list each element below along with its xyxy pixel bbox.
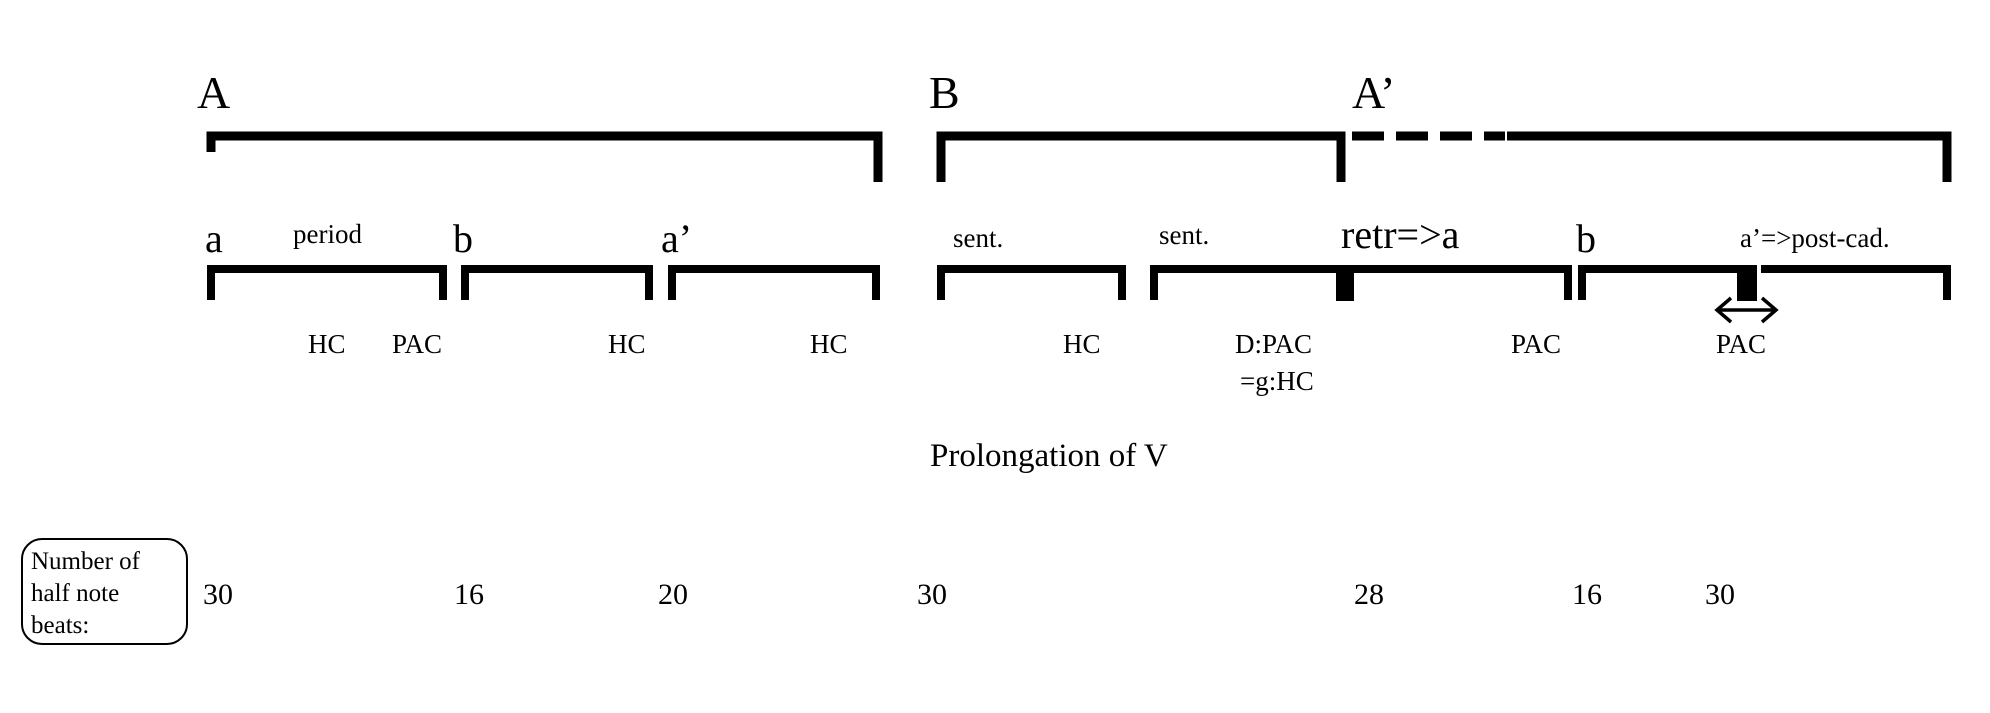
phrase-bracket-a-prime: [668, 265, 880, 300]
cadence-label-hc-3: HC: [810, 329, 848, 359]
phrase-label-a: a: [205, 216, 223, 261]
section-label-b: B: [929, 67, 960, 118]
phrase-label-sent-1: sent.: [953, 223, 1003, 253]
section-label-a-prime: A’: [1352, 67, 1395, 118]
phrase-bracket-a: [207, 265, 447, 300]
beat-value-6: 16: [1572, 578, 1602, 611]
section-label-a: A: [197, 67, 230, 118]
double-arrow-icon: [1714, 296, 1779, 324]
overlap-block-1: [1336, 265, 1354, 301]
beat-value-1: 30: [203, 578, 233, 611]
section-bracket-a-prime: [1507, 131, 1952, 182]
beat-value-7: 30: [1705, 578, 1735, 611]
phrase-label-period: period: [293, 219, 362, 249]
overlap-block-2: [1737, 265, 1757, 301]
phrase-bracket-retr: [1352, 265, 1572, 300]
phrase-label-post-cad: a’=>post-cad.: [1740, 223, 1890, 253]
beats-box: [21, 538, 188, 645]
cadence-label-hc-1: HC: [308, 329, 346, 359]
cadence-label-hc-2: HC: [608, 329, 646, 359]
phrase-label-retr: retr=>a: [1341, 212, 1460, 257]
beat-value-5: 28: [1354, 578, 1384, 611]
cadence-label-pac-1: PAC: [392, 329, 442, 359]
beats-box-line-1: Number of: [31, 548, 141, 575]
beat-value-2: 16: [454, 578, 484, 611]
prolongation-label: Prolongation of V: [930, 438, 1168, 474]
phrase-label-b: b: [453, 216, 473, 261]
phrase-bracket-sent-1: [937, 265, 1126, 300]
phrase-brackets: [207, 265, 1951, 300]
phrase-bracket-post-cad: [1761, 265, 1951, 300]
beats-box-line-2: half note: [31, 580, 119, 607]
phrase-bracket-sent-2: [1150, 265, 1344, 300]
phrase-label-sent-2: sent.: [1159, 220, 1209, 250]
beat-value-3: 20: [658, 578, 688, 611]
cadence-label-dpac: D:PAC: [1235, 329, 1312, 359]
beat-value-4: 30: [917, 578, 947, 611]
phrase-bracket-b2: [1578, 265, 1741, 300]
cadence-label-hc-4: HC: [1063, 329, 1101, 359]
beats-box-line-3: beats:: [31, 612, 89, 639]
cadence-label-pac-2: PAC: [1511, 329, 1561, 359]
cadence-label-ghc: =g:HC: [1240, 366, 1314, 396]
phrase-label-a-prime: a’: [661, 216, 692, 261]
phrase-label-b2: b: [1576, 216, 1596, 261]
section-bracket-a: [206, 131, 883, 182]
cadence-label-pac-3: PAC: [1716, 329, 1766, 359]
section-brackets: [206, 131, 1952, 182]
section-bracket-b: [936, 131, 1346, 182]
phrase-bracket-b: [461, 265, 653, 300]
